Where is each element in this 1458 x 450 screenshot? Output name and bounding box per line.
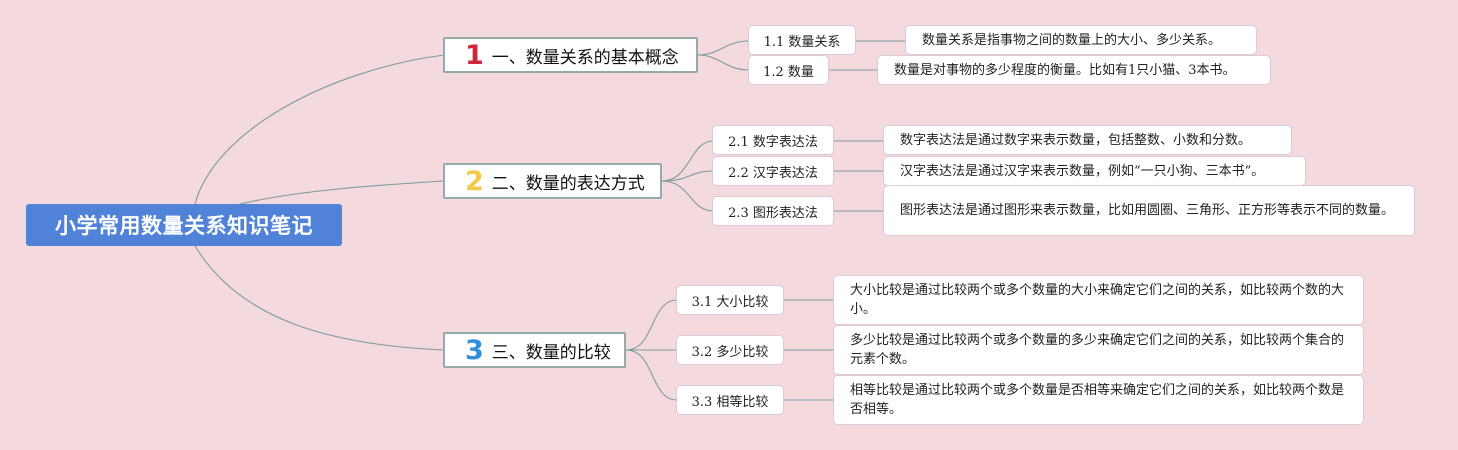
sub-2-3-label: 2.3 图形表达法	[728, 205, 818, 221]
sub-2-3-node[interactable]: 2.3 图形表达法	[713, 197, 833, 225]
sub-2-2-label: 2.2 汉字表达法	[728, 165, 818, 181]
desc-2-1-text: 数字表达法是通过数字来表示数量，包括整数、小数和分数。	[900, 132, 1252, 148]
desc-3-1-node[interactable]: 大小比较是通过比较两个或多个数量的大小来确定它们之间的关系，如比较两个数的大小。	[834, 276, 1363, 324]
desc-3-3-node[interactable]: 相等比较是通过比较两个或多个数量是否相等来确定它们之间的关系，如比较两个数是否相…	[834, 376, 1363, 424]
topic-3-label: 三、数量的比较	[491, 342, 611, 363]
topic-2-node[interactable]: 2 二、数量的表达方式	[443, 163, 662, 199]
desc-2-2-node[interactable]: 汉字表达法是通过汉字来表示数量，例如“一只小狗、三本书”。	[884, 157, 1305, 185]
sub-3-2-label: 3.2 多少比较	[691, 344, 769, 360]
sub-2-1-node[interactable]: 2.1 数字表达法	[713, 126, 833, 154]
sub-1-1-label: 1.1 数量关系	[763, 34, 841, 50]
sub-3-2-node[interactable]: 3.2 多少比较	[677, 336, 783, 364]
sub-1-2-label: 1.2 数量	[763, 64, 814, 80]
desc-3-1-text: 大小比较是通过比较两个或多个数量的大小来确定它们之间的关系，如比较两个数的大小。	[850, 283, 1345, 317]
topic-2-label: 二、数量的表达方式	[491, 173, 645, 194]
link-root-topic-2	[239, 180, 445, 205]
link-topic-3-sub-1	[625, 299, 678, 351]
sub-1-2-node[interactable]: 1.2 数量	[749, 56, 828, 84]
link-topic-2-sub-2	[661, 170, 714, 182]
desc-1-1-text: 数量关系是指事物之间的数量上的大小、多少关系。	[922, 32, 1222, 48]
root-title: 小学常用数量关系知识笔记	[55, 214, 313, 238]
desc-2-3-node[interactable]: 图形表达法是通过图形来表示数量，比如用圆圈、三角形、正方形等表示不同的数量。	[884, 186, 1414, 235]
sub-3-3-node[interactable]: 3.3 相等比较	[677, 386, 783, 414]
topic-3-node[interactable]: 3 三、数量的比较	[443, 332, 626, 368]
desc-2-3-text: 图形表达法是通过图形来表示数量，比如用圆圈、三角形、正方形等表示不同的数量。	[900, 203, 1395, 218]
topic-1-node[interactable]: 1 一、数量关系的基本概念	[443, 37, 698, 73]
sub-3-1-node[interactable]: 3.1 大小比较	[677, 286, 783, 314]
link-root-topic-1	[194, 54, 445, 205]
sub-2-1-label: 2.1 数字表达法	[728, 134, 818, 150]
desc-3-2-node[interactable]: 多少比较是通过比较两个或多个数量的多少来确定它们之间的关系，如比较两个集合的元素…	[834, 326, 1363, 374]
link-topic-2-sub-3	[661, 180, 714, 212]
sub-1-1-node[interactable]: 1.1 数量关系	[749, 26, 855, 54]
link-topic-1-sub-2	[697, 54, 750, 71]
sub-3-1-label: 3.1 大小比较	[691, 294, 769, 310]
desc-2-1-node[interactable]: 数字表达法是通过数字来表示数量，包括整数、小数和分数。	[884, 126, 1291, 154]
desc-1-1-node[interactable]: 数量关系是指事物之间的数量上的大小、多少关系。	[906, 26, 1256, 54]
desc-2-2-text: 汉字表达法是通过汉字来表示数量，例如“一只小狗、三本书”。	[900, 163, 1265, 179]
number-3-icon: 3	[465, 334, 484, 366]
number-1-icon: 1	[465, 39, 484, 71]
desc-3-2-text: 多少比较是通过比较两个或多个数量的多少来确定它们之间的关系，如比较两个集合的元素…	[850, 333, 1345, 367]
desc-1-2-text: 数量是对事物的多少程度的衡量。比如有1只小猫、3本书。	[894, 62, 1236, 78]
topic-1-label: 一、数量关系的基本概念	[491, 47, 679, 68]
desc-3-3-text: 相等比较是通过比较两个或多个数量是否相等来确定它们之间的关系，如比较两个数是否相…	[850, 383, 1345, 417]
link-topic-1-sub-1	[697, 40, 750, 56]
link-root-topic-3	[194, 245, 445, 351]
link-topic-3-sub-3	[625, 349, 678, 401]
root-node[interactable]: 小学常用数量关系知识笔记	[26, 204, 342, 246]
desc-1-2-node[interactable]: 数量是对事物的多少程度的衡量。比如有1只小猫、3本书。	[878, 56, 1270, 84]
number-2-icon: 2	[465, 165, 484, 197]
sub-2-2-node[interactable]: 2.2 汉字表达法	[713, 157, 833, 185]
link-topic-2-sub-1	[661, 140, 714, 182]
sub-3-3-label: 3.3 相等比较	[691, 394, 769, 410]
